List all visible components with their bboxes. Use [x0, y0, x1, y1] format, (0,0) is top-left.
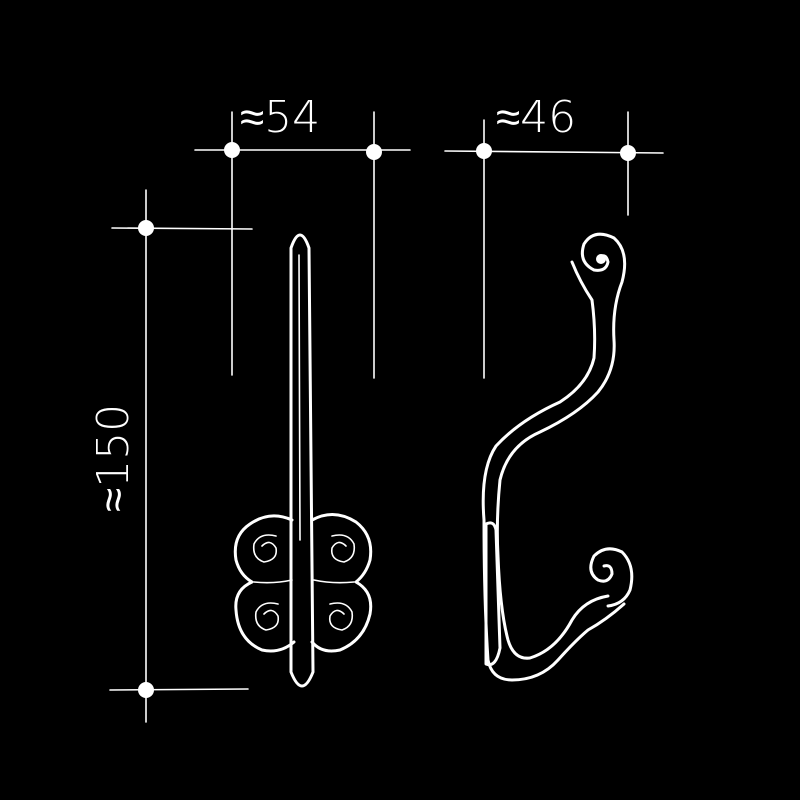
dimension-dot	[224, 142, 240, 158]
front-hook-plate-left	[233, 514, 296, 653]
dimension-label-side-width: ≈46	[496, 92, 576, 143]
dimension-height: ≈150	[88, 189, 253, 723]
front-hook-shaft	[289, 233, 315, 688]
dimension-dot	[366, 144, 382, 160]
dimension-dot	[138, 220, 154, 236]
side-hook-lower-curl	[589, 547, 634, 608]
side-hook-mounting-plate	[484, 521, 502, 667]
front-hook-plate-right	[310, 513, 373, 653]
dimension-dot	[620, 145, 636, 161]
dimension-dot	[138, 682, 154, 698]
dimension-label-front-width: ≈54	[240, 92, 320, 143]
dimension-width-side: ≈46	[444, 92, 664, 379]
front-hook-shaft-detail	[298, 254, 301, 541]
spiral-ornament	[330, 534, 356, 563]
extension-line-height-top	[111, 227, 253, 230]
side-view-hook	[481, 232, 634, 682]
extension-line-height-bottom	[109, 688, 249, 691]
spiral-ornament	[252, 534, 278, 563]
spiral-ornament	[254, 602, 280, 631]
front-view-hook	[233, 233, 373, 688]
spiral-ornament	[328, 602, 354, 631]
dimension-dot	[476, 143, 492, 159]
front-hook-plate-waist	[253, 579, 355, 584]
dimension-width-front: ≈54	[194, 92, 411, 379]
side-hook-inner-line	[481, 260, 626, 682]
side-hook-curl-center	[596, 254, 606, 264]
dimension-label-height: ≈150	[88, 404, 139, 512]
side-hook-upper-curl	[495, 232, 627, 660]
